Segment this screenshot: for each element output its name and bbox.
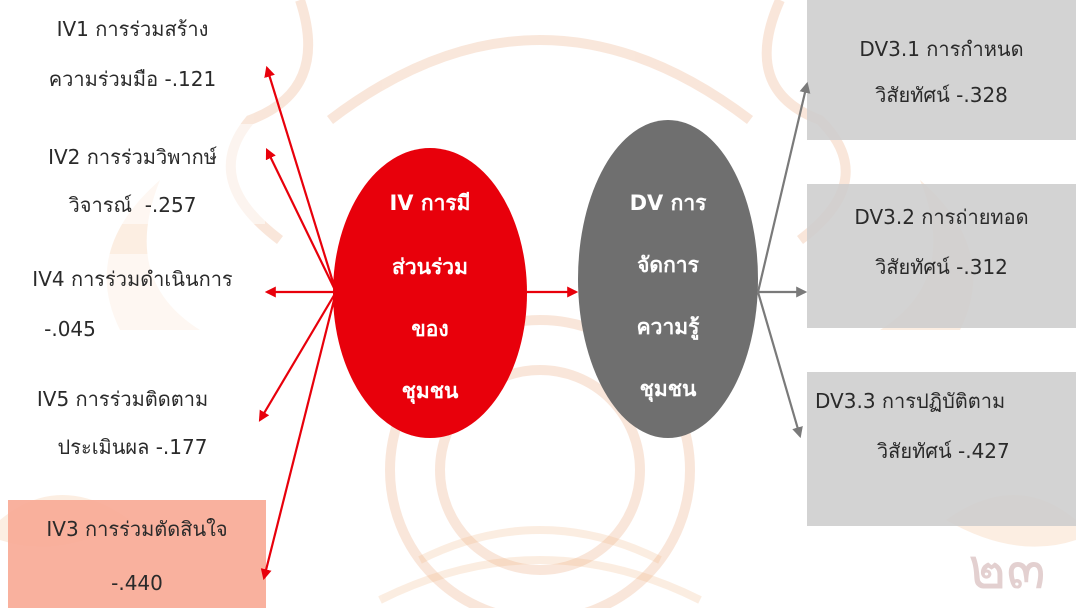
iv4-box: IV4 การร่วมดำเนินการ -.045	[0, 254, 265, 354]
independent-line-3: ของ	[411, 317, 449, 341]
iv1-box: IV1 การร่วมสร้าง ความร่วมมือ -.121	[0, 2, 265, 102]
dependent-ellipse: DV การ จัดการ ความรู้ ชุมชน	[578, 120, 758, 438]
iv4-label: IV4 การร่วมดำเนินการ	[32, 267, 233, 291]
iv3-value: -.440	[111, 571, 163, 595]
independent-line-4: ชุมชน	[401, 379, 459, 403]
dv33-value: วิสัยทัศน์ -.427	[807, 439, 1010, 463]
iv2-label: IV2 การร่วมวิพากษ์	[48, 145, 217, 169]
iv5-value: ประเมินผล -.177	[57, 435, 208, 459]
dv32-label: DV3.2 การถ่ายทอด	[854, 205, 1029, 229]
iv2-value: วิจารณ์ -.257	[68, 193, 197, 217]
dependent-line-3: ความรู้	[636, 315, 700, 339]
dv33-box: DV3.3 การปฏิบัติตาม วิสัยทัศน์ -.427	[807, 372, 1076, 526]
dv31-box: DV3.1 การกำหนด วิสัยทัศน์ -.328	[807, 0, 1076, 140]
iv1-label: IV1 การร่วมสร้าง	[56, 17, 209, 41]
watermark-numeral: ๒๓	[968, 534, 1046, 602]
iv2-box: IV2 การร่วมวิพากษ์ วิจารณ์ -.257	[0, 124, 265, 224]
dependent-line-4: ชุมชน	[639, 377, 697, 401]
iv4-value: -.045	[44, 317, 96, 341]
dependent-line-1: DV การ	[629, 191, 707, 215]
independent-line-1: IV การมี	[389, 191, 471, 215]
dv32-value: วิสัยทัศน์ -.312	[875, 255, 1008, 279]
dependent-line-2: จัดการ	[637, 253, 699, 277]
dv31-label: DV3.1 การกำหนด	[859, 37, 1024, 61]
independent-ellipse: IV การมี ส่วนร่วม ของ ชุมชน	[333, 148, 527, 438]
iv3-label: IV3 การร่วมตัดสินใจ	[46, 517, 228, 541]
dv33-label: DV3.3 การปฏิบัติตาม	[815, 389, 1006, 413]
iv5-label: IV5 การร่วมติดตาม	[36, 387, 209, 411]
iv5-box: IV5 การร่วมติดตาม ประเมินผล -.177	[0, 376, 265, 476]
independent-line-2: ส่วนร่วม	[392, 255, 468, 279]
iv3-box: IV3 การร่วมตัดสินใจ -.440	[8, 500, 266, 608]
dv32-box: DV3.2 การถ่ายทอด วิสัยทัศน์ -.312	[807, 184, 1076, 328]
dv31-value: วิสัยทัศน์ -.328	[875, 83, 1008, 107]
iv1-value: ความร่วมมือ -.121	[48, 67, 217, 91]
